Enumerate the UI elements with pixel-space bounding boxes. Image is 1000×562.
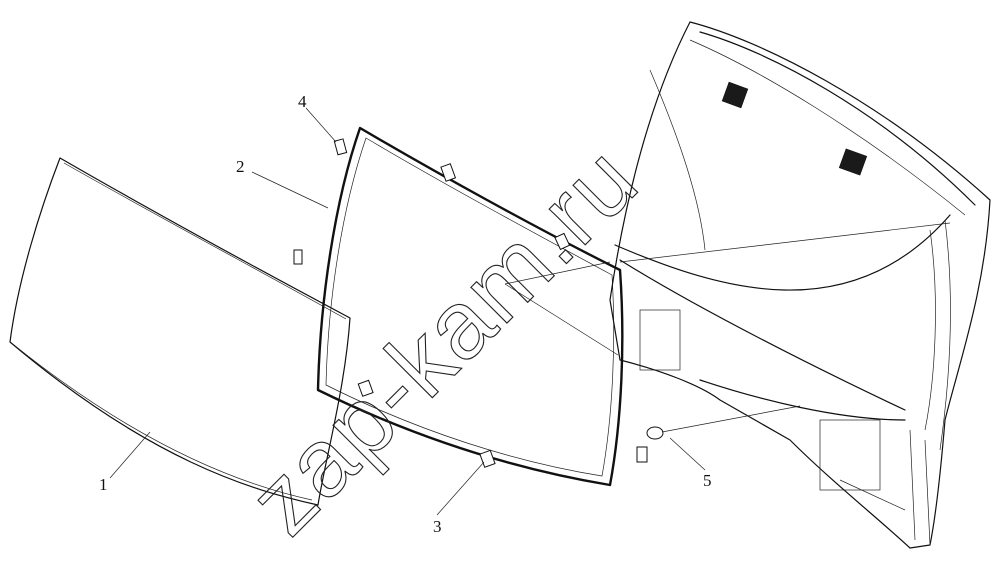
windshield-seal xyxy=(316,126,624,487)
leader-lines xyxy=(109,107,951,516)
clips xyxy=(293,138,664,468)
cab-body xyxy=(609,21,991,549)
callout-1: 1 xyxy=(99,475,108,494)
windshield-glass xyxy=(9,157,351,506)
callout-2: 2 xyxy=(236,157,245,176)
callout-5: 5 xyxy=(703,471,712,490)
callout-3: 3 xyxy=(433,517,442,536)
callout-4: 4 xyxy=(298,92,307,111)
